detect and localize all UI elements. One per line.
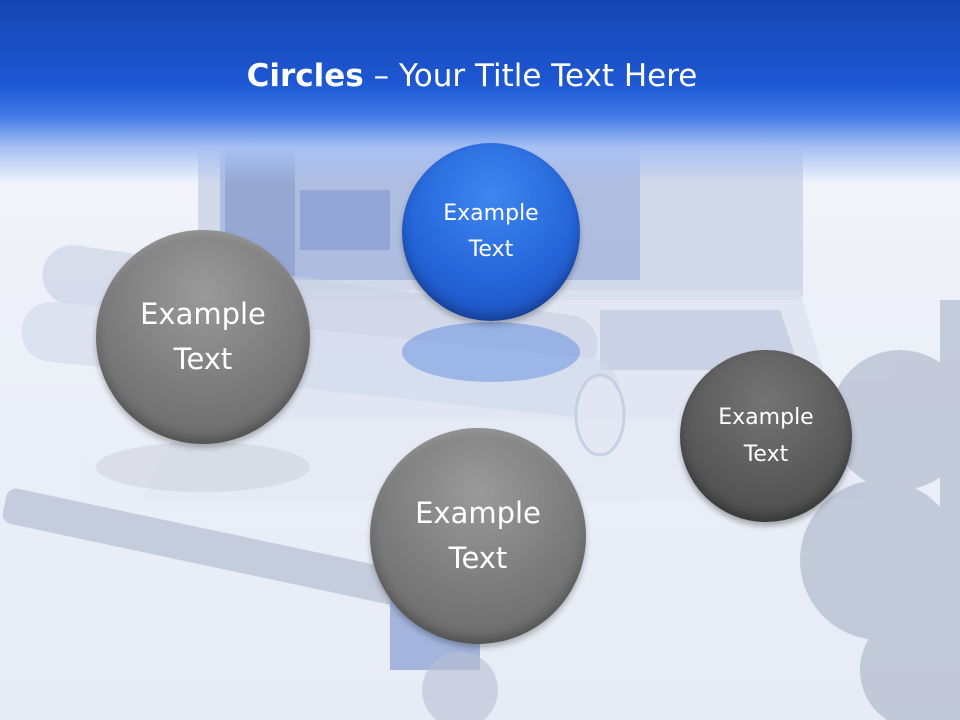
circle-bottom[interactable]: Example Text bbox=[370, 428, 586, 644]
circle-left[interactable]: Example Text bbox=[96, 230, 310, 444]
blue-circle-reflection bbox=[402, 322, 580, 382]
circle-right[interactable]: Example Text bbox=[680, 350, 852, 522]
circle-top[interactable]: Example Text bbox=[402, 143, 580, 321]
circle-top-line1: Example bbox=[443, 201, 539, 226]
slide-title: Circles – Your Title Text Here bbox=[0, 56, 944, 96]
circle-left-line1: Example bbox=[140, 297, 266, 331]
title-bold: Circles bbox=[246, 58, 364, 94]
left-circle-reflection bbox=[96, 442, 310, 492]
title-rest: – Your Title Text Here bbox=[363, 58, 698, 94]
circle-right-line1: Example bbox=[718, 405, 814, 430]
circle-left-line2: Text bbox=[173, 342, 233, 376]
circle-right-line2: Text bbox=[743, 442, 789, 467]
circle-top-line2: Text bbox=[468, 237, 514, 262]
circle-bottom-line2: Text bbox=[448, 541, 508, 575]
circle-bottom-line1: Example bbox=[415, 496, 541, 530]
